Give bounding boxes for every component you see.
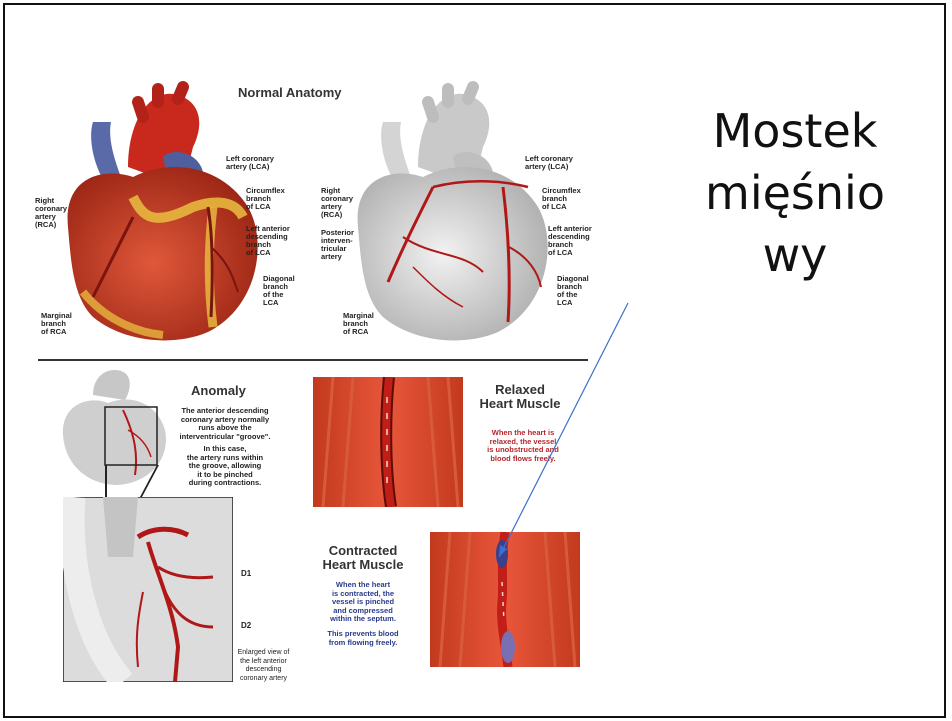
- d1-label: D1: [241, 570, 251, 578]
- colored-heart-illustration: [33, 77, 333, 357]
- title-line-3: wy: [660, 224, 930, 286]
- callout-line-left: [105, 465, 107, 497]
- slide-title: Mostek mięśnio wy: [660, 100, 930, 286]
- slide: Normal Anatomy: [3, 3, 946, 718]
- contracted-muscle-image: [430, 532, 580, 667]
- grey-heart-illustration: [333, 77, 623, 357]
- d2-label: D2: [241, 622, 251, 630]
- anomaly-heading: Anomaly: [191, 383, 246, 398]
- relaxed-muscle-image: [313, 377, 463, 507]
- enlarged-heart-view: [63, 497, 233, 682]
- title-line-2: mięśnio: [660, 162, 930, 224]
- medical-figure: Normal Anatomy: [33, 77, 623, 687]
- title-line-1: Mostek: [660, 100, 930, 162]
- divider-line: [38, 359, 588, 361]
